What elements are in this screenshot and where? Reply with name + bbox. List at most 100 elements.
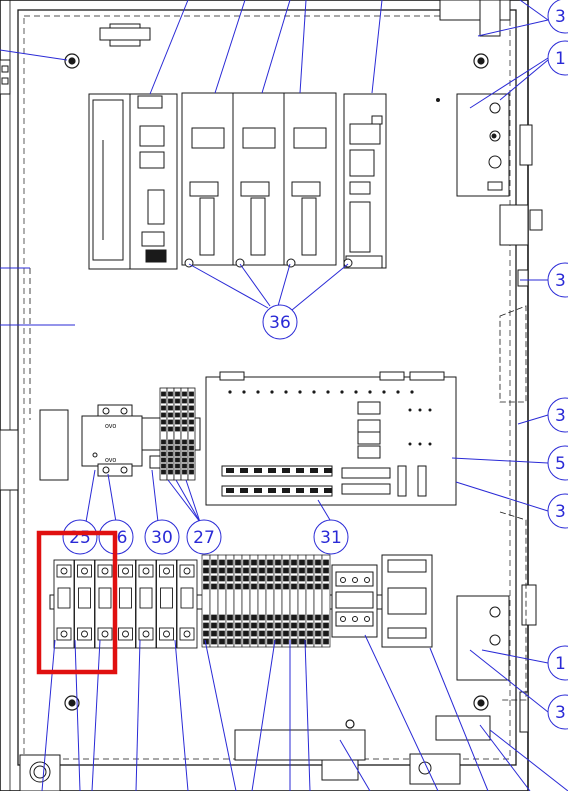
- io-component-dot: [408, 408, 412, 412]
- callout-16-label: 6: [117, 528, 128, 548]
- breaker-pole: [53, 559, 75, 649]
- io-component-dot: [408, 442, 412, 446]
- io-board-components: [226, 390, 432, 493]
- side-bracket-upper: [436, 93, 510, 197]
- io-connector: [324, 468, 332, 473]
- door-recess: [499, 305, 527, 701]
- terminal-block-lower: [201, 554, 331, 648]
- callout-27: 27: [186, 519, 222, 555]
- edge-callouts: [547, 0, 568, 730]
- terminal-upper: [166, 387, 175, 481]
- filter-label-bottom: ovo: [105, 457, 116, 464]
- io-connector: [240, 488, 248, 493]
- terminal-lower: [265, 554, 275, 648]
- servo-drive-4: [343, 93, 387, 269]
- terminal-lower: [305, 554, 315, 648]
- io-component-dot: [270, 390, 274, 394]
- io-component-dot: [228, 390, 232, 394]
- io-connector: [310, 468, 318, 473]
- callout-31-label: 31: [320, 528, 342, 548]
- io-connector: [240, 468, 248, 473]
- io-component-dot: [428, 442, 432, 446]
- io-connector: [254, 488, 262, 493]
- io-component-dot: [418, 408, 422, 412]
- breaker-pole: [176, 559, 198, 649]
- terminal-upper: [180, 387, 189, 481]
- terminal-lower: [233, 554, 243, 648]
- terminal-lower: [225, 554, 235, 648]
- breaker-pole: [135, 559, 157, 649]
- io-component-dot: [354, 390, 358, 394]
- io-component-dot: [326, 390, 330, 394]
- terminal-lower: [217, 554, 227, 648]
- contactor: [331, 564, 378, 638]
- edge-callout-3e: 3: [555, 703, 566, 723]
- breaker-pole: [156, 559, 177, 649]
- io-component-dot: [242, 390, 246, 394]
- io-connector: [254, 468, 262, 473]
- io-component-dot: [382, 390, 386, 394]
- callout-36-label: 36: [269, 313, 291, 333]
- servo-drive-1: [181, 92, 235, 268]
- terminal-lower: [201, 554, 211, 648]
- terminal-lower: [281, 554, 291, 648]
- enclosure-hardware: [0, 0, 543, 791]
- highlight-box: [36, 530, 118, 675]
- edge-callout-1a: 1: [555, 49, 566, 69]
- edge-callout-top: 3: [555, 7, 566, 27]
- io-connector: [268, 468, 276, 473]
- io-component-dot: [312, 390, 316, 394]
- io-connector: [282, 468, 290, 473]
- terminal-upper: [159, 387, 168, 481]
- io-component-dot: [410, 390, 414, 394]
- servo-drive-large: [88, 93, 178, 270]
- callout-31: 31: [313, 519, 349, 555]
- breaker-pole: [74, 559, 95, 649]
- io-component-dot: [284, 390, 288, 394]
- servo-drive-3: [283, 92, 337, 268]
- edge-callout-3d: 3: [555, 502, 566, 522]
- terminal-upper: [173, 387, 182, 481]
- edge-callout-1b: 1: [555, 654, 566, 674]
- terminal-lower: [313, 554, 323, 648]
- terminal-lower: [249, 554, 259, 648]
- callout-36: 36: [262, 304, 298, 340]
- circuit-breakers: [53, 559, 198, 649]
- io-connector: [282, 488, 290, 493]
- terminal-lower: [209, 554, 219, 648]
- terminal-lower: [273, 554, 283, 648]
- io-connector: [324, 488, 332, 493]
- power-supply: [381, 554, 433, 648]
- edge-callout-3b: 3: [555, 271, 566, 291]
- side-bracket-lower: [456, 595, 510, 681]
- io-connector: [226, 488, 234, 493]
- edge-callout-3c: 3: [555, 406, 566, 426]
- io-board: [205, 371, 457, 506]
- io-connector: [268, 488, 276, 493]
- callout-30: 30: [144, 519, 180, 555]
- terminal-lower: [257, 554, 267, 648]
- io-component-dot: [418, 442, 422, 446]
- io-connector: [226, 468, 234, 473]
- breaker-pole: [115, 559, 136, 649]
- io-connector: [310, 488, 318, 493]
- io-component-dot: [256, 390, 260, 394]
- terminal-upper: [187, 387, 196, 481]
- filter-label-top: ovo: [105, 423, 116, 430]
- io-connector: [296, 488, 304, 493]
- emi-filter: [81, 404, 143, 477]
- io-component-dot: [428, 408, 432, 412]
- terminal-block-upper: [159, 387, 196, 481]
- terminal-lower: [241, 554, 251, 648]
- io-component-dot: [298, 390, 302, 394]
- terminal-lower: [297, 554, 307, 648]
- io-connector: [296, 468, 304, 473]
- servo-drive-2: [232, 92, 286, 268]
- io-component-dot: [396, 390, 400, 394]
- callout-30-label: 30: [151, 528, 173, 548]
- terminal-lower: [321, 554, 331, 648]
- terminal-lower: [289, 554, 299, 648]
- edge-callout-5: 5: [555, 454, 566, 474]
